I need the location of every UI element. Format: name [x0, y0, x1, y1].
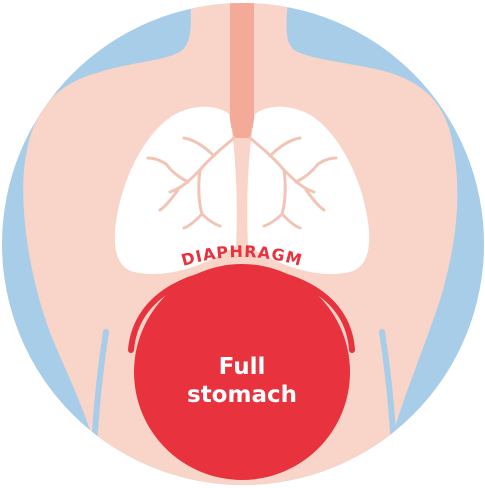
trachea	[230, 0, 254, 128]
trachea-split	[230, 118, 254, 138]
stomach-label-line1: Full	[219, 354, 266, 380]
stomach-label-line2: stomach	[187, 382, 297, 408]
